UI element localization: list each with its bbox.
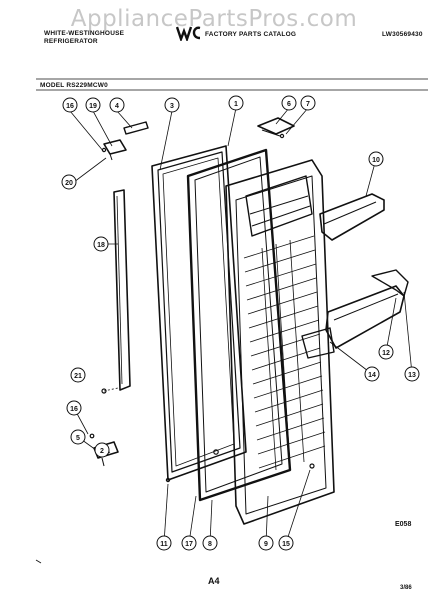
footer-page: A4 — [208, 576, 220, 586]
doc-number: LW30569430 — [382, 31, 423, 38]
callout-14[interactable]: 14 — [368, 372, 376, 379]
part-pin — [165, 477, 171, 483]
callout-7[interactable]: 7 — [306, 101, 310, 108]
callout-2[interactable]: 2 — [100, 448, 104, 455]
brand-line-1: WHITE-WESTINGHOUSE — [44, 30, 125, 37]
callout-11[interactable]: 11 — [160, 541, 168, 548]
callout-18[interactable]: 18 — [97, 242, 105, 249]
part-door-panel — [151, 145, 247, 481]
part-upper-hinge — [101, 139, 127, 161]
callout-1[interactable]: 1 — [234, 101, 238, 108]
catalog-title: FACTORY PARTS CATALOG — [205, 31, 297, 38]
callout-12[interactable]: 12 — [382, 350, 390, 357]
model-label: MODEL RS229MCW0 — [40, 82, 108, 89]
callout-15[interactable]: 15 — [282, 541, 290, 548]
callout-13[interactable]: 13 — [408, 372, 416, 379]
part-door-handle — [113, 189, 131, 391]
callout-20[interactable]: 20 — [65, 180, 73, 187]
part-dairy-door — [319, 193, 385, 241]
callout-17[interactable]: 17 — [185, 541, 193, 548]
callout-8[interactable]: 8 — [208, 541, 212, 548]
callout-5[interactable]: 5 — [76, 435, 80, 442]
part-handle-screw — [101, 387, 119, 394]
callout-10[interactable]: 10 — [372, 157, 380, 164]
callout-6[interactable]: 6 — [287, 101, 291, 108]
callout-9[interactable]: 9 — [264, 541, 268, 548]
callout-3[interactable]: 3 — [170, 103, 174, 110]
part-top-hinge — [257, 117, 295, 139]
callout-21[interactable]: 21 — [74, 373, 82, 380]
part-door-gasket — [186, 148, 292, 502]
brand-line-2: REFRIGERATOR — [44, 38, 98, 45]
callout-16-bottom[interactable]: 16 — [70, 406, 78, 413]
part-stop — [213, 449, 219, 455]
part-trim-strip — [123, 121, 149, 135]
footer-code: E058 — [395, 521, 411, 528]
part-door-shelf-bin — [301, 269, 409, 359]
part-screw — [309, 463, 315, 469]
callout-16-top[interactable]: 16 — [66, 103, 74, 110]
callout-19[interactable]: 19 — [89, 103, 97, 110]
wci-logo — [175, 25, 202, 43]
footer-date: 3/86 — [400, 585, 412, 591]
callout-4[interactable]: 4 — [115, 103, 119, 110]
part-door-liner — [225, 159, 335, 525]
